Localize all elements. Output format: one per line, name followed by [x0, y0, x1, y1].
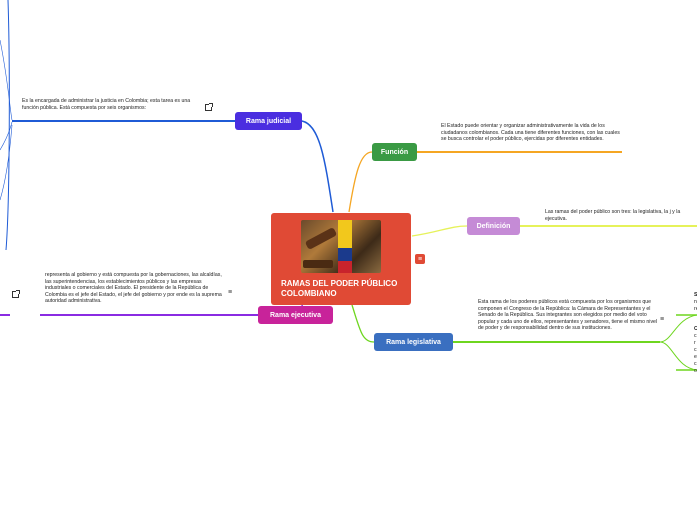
- flag-blue-stripe: [338, 248, 352, 261]
- flag-yellow-stripe: [338, 220, 352, 248]
- cutoff-subtopic-c-line: c: [694, 333, 697, 339]
- link-funcion: [348, 151, 373, 213]
- legislativa-notes-icon[interactable]: ≡: [660, 316, 665, 323]
- node-definicion[interactable]: Definición: [467, 217, 520, 235]
- link-definicion: [411, 225, 468, 237]
- cutoff-subtopic-c-line: e: [694, 354, 697, 360]
- legislativa-note: Esta rama de los poderes públicos está c…: [478, 299, 658, 332]
- flag-red-stripe: [338, 261, 352, 273]
- definicion-note: Las ramas del poder público son tres: la…: [545, 209, 681, 222]
- cutoff-subtopic-s: S: [694, 292, 697, 298]
- cutoff-subtopic-c: C: [694, 326, 697, 332]
- cutoff-subtopic-c-line: r: [694, 340, 696, 346]
- gavel-base-shape: [303, 260, 333, 268]
- gavel-shape: [304, 227, 338, 250]
- cutoff-subtopic-c-line: c: [694, 361, 697, 367]
- cutoff-subtopic-c-line: c: [694, 347, 697, 353]
- node-funcion[interactable]: Función: [372, 143, 417, 161]
- central-topic-image: [301, 220, 381, 273]
- node-rama-judicial[interactable]: Rama judicial: [235, 112, 302, 130]
- cutoff-subtopic-s-line: n: [694, 299, 697, 305]
- ejecutiva-notes-icon[interactable]: ≡: [228, 289, 233, 296]
- external-link-icon[interactable]: [205, 103, 213, 111]
- central-notes-icon[interactable]: ≡: [415, 254, 425, 264]
- external-link-icon[interactable]: [12, 290, 20, 298]
- central-topic[interactable]: RAMAS DEL PODER PÚBLICO COLOMBIANO: [271, 213, 411, 305]
- judicial-note: Es la encargada de administrar la justic…: [22, 98, 191, 111]
- link-legislativa: [351, 304, 375, 343]
- cutoff-subtopic-s-line: re: [694, 306, 697, 312]
- node-rama-ejecutiva[interactable]: Rama ejecutiva: [258, 306, 333, 324]
- ejecutiva-note: representa al gobierno y está compuesta …: [45, 272, 222, 305]
- judicial-bracket-line: [5, 0, 10, 251]
- node-rama-legislativa[interactable]: Rama legislativa: [374, 333, 453, 351]
- funcion-note: El Estado puede orientar y organizar adm…: [441, 123, 620, 143]
- link-judicial: [301, 120, 334, 213]
- cutoff-subtopic-c-line: o: [694, 368, 697, 374]
- central-topic-title: RAMAS DEL PODER PÚBLICO COLOMBIANO: [281, 279, 398, 298]
